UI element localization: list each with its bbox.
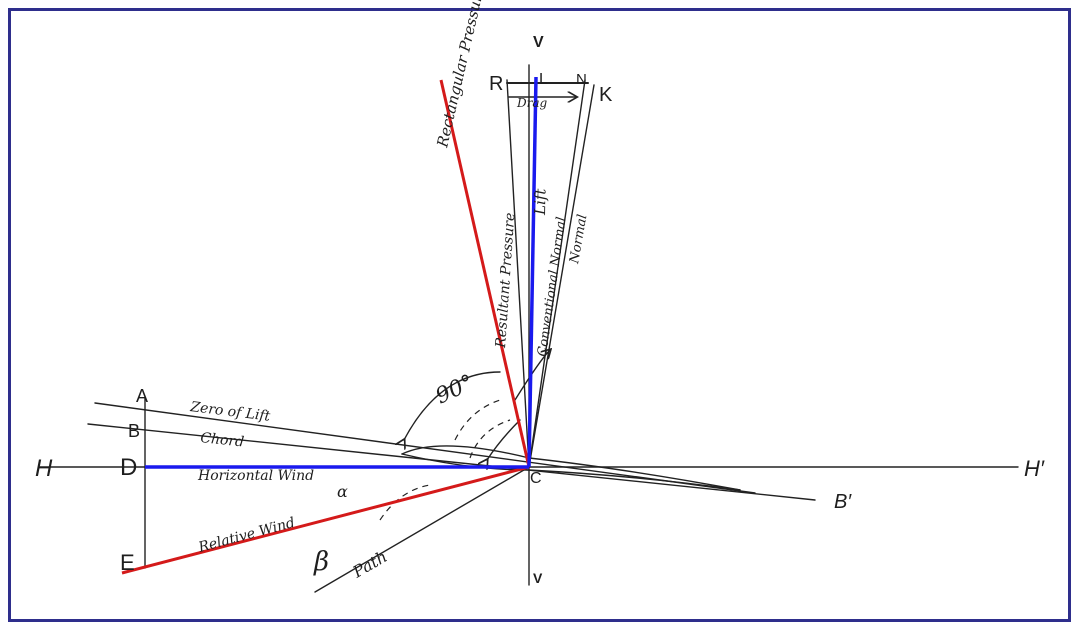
relative-wind-red-line <box>121 465 530 575</box>
resultant-pressure-line <box>506 79 530 468</box>
point-d: D <box>120 454 137 481</box>
angle-arc-upper <box>514 350 550 401</box>
label-conventional-normal: Conventional Normal <box>535 216 569 358</box>
label-lift: Lift <box>531 187 549 216</box>
label-relative-wind: Relative Wind <box>196 515 297 556</box>
point-b-prime: B′ <box>834 491 852 513</box>
angle-arc-alpha <box>379 484 431 521</box>
point-a: A <box>136 386 148 406</box>
point-v-top: V <box>533 34 544 51</box>
point-h-prime: H′ <box>1024 456 1045 481</box>
lift-blue-line <box>527 76 538 468</box>
point-b: B <box>128 421 140 441</box>
angle-arc-90 <box>404 371 501 440</box>
angle-arc-dashed-2 <box>469 419 511 459</box>
airfoil-lower <box>401 453 741 491</box>
normal-line <box>528 84 595 468</box>
conventional-normal-line <box>528 79 586 468</box>
angle-arc-dashed-1 <box>454 399 501 441</box>
label-horizontal-wind: Horizontal Wind <box>197 468 314 484</box>
chord-line <box>87 423 816 501</box>
label-resultant-pressure: Resultant Pressure <box>493 212 518 349</box>
label-drag: Drag <box>516 96 548 110</box>
rectangular-pressure-red-line <box>439 79 531 468</box>
point-v-bottom: V <box>533 570 543 586</box>
point-l: L <box>539 71 548 88</box>
diagram-frame <box>8 8 1071 622</box>
label-chord: Chord <box>200 430 245 450</box>
point-r: R <box>489 73 503 95</box>
point-n: N <box>576 71 587 88</box>
point-e: E <box>120 550 135 575</box>
path-line <box>314 466 530 593</box>
point-c: C <box>530 470 542 487</box>
airfoil-upper <box>401 445 741 491</box>
label-beta: β <box>313 547 329 577</box>
angle-arc-small <box>487 419 521 460</box>
label-alpha: α <box>337 482 348 501</box>
point-h: H <box>35 455 53 482</box>
label-rectangular-pressure: Rectangular Pressure <box>433 0 488 150</box>
point-k: K <box>599 84 613 106</box>
